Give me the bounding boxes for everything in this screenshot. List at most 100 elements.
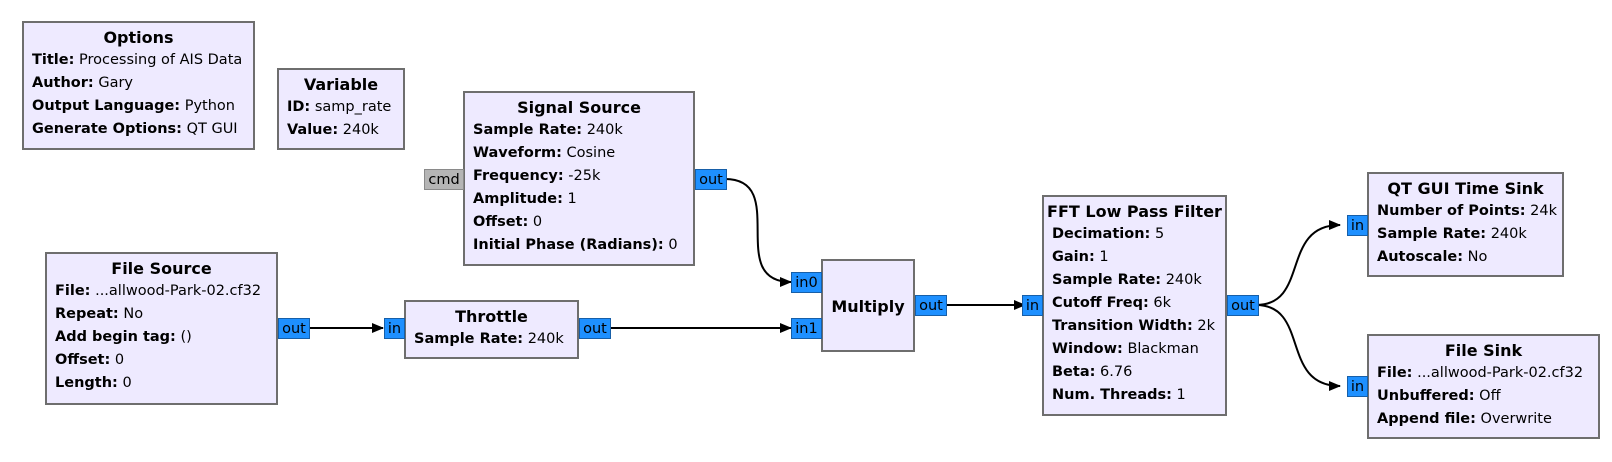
block-title: Signal Source xyxy=(517,98,641,117)
param-value: Gary xyxy=(98,75,133,91)
file-sink-in-port[interactable]: in xyxy=(1347,376,1368,397)
variable-block[interactable]: Variable ID: samp_rate Value: 240k xyxy=(277,68,405,150)
multiply-in0-port[interactable]: in0 xyxy=(791,272,822,293)
throttle-out-port[interactable]: out xyxy=(579,318,611,339)
multiply-block[interactable]: Multiply xyxy=(821,259,915,352)
param-row: Repeat: No xyxy=(55,303,276,326)
wire-fft-lpf-to-file-sink[interactable] xyxy=(1255,304,1341,391)
block-title: QT GUI Time Sink xyxy=(1387,179,1544,198)
signal-source-block[interactable]: Signal Source Sample Rate: 240k Waveform… xyxy=(463,91,695,266)
param-row: Initial Phase (Radians): 0 xyxy=(473,234,693,257)
param-value: Off xyxy=(1479,388,1501,404)
wire-fft-lpf-to-time-sink[interactable] xyxy=(1255,220,1341,306)
param-list: Sample Rate: 240k xyxy=(406,326,577,351)
block-title: Options xyxy=(103,28,174,47)
param-key: Sample Rate: xyxy=(414,331,524,347)
param-row: Author: Gary xyxy=(32,72,253,95)
param-row: Transition Width: 2k xyxy=(1052,315,1225,338)
param-value: Python xyxy=(184,98,235,114)
param-value: 0 xyxy=(122,375,132,391)
param-value: samp_rate xyxy=(314,99,392,115)
param-row: Sample Rate: 240k xyxy=(473,119,693,142)
throttle-block[interactable]: Throttle Sample Rate: 240k xyxy=(404,300,579,359)
fft-lpf-out-port[interactable]: out xyxy=(1227,295,1259,316)
param-value: 240k xyxy=(342,122,379,138)
param-value: 6.76 xyxy=(1100,364,1133,380)
param-value: QT GUI xyxy=(186,121,238,137)
param-key: Initial Phase (Radians): xyxy=(473,237,664,253)
param-key: Author: xyxy=(32,75,94,91)
param-key: Offset: xyxy=(55,352,111,368)
param-key: Generate Options: xyxy=(32,121,182,137)
fft-low-pass-filter-block[interactable]: FFT Low Pass Filter Decimation: 5 Gain: … xyxy=(1042,195,1227,416)
param-row: Amplitude: 1 xyxy=(473,188,693,211)
param-value: Cosine xyxy=(566,145,616,161)
signal-source-cmd-port[interactable]: cmd xyxy=(424,169,464,190)
param-row: File: ...allwood-Park-02.cf32 xyxy=(1377,362,1598,385)
file-sink-block[interactable]: File Sink File: ...allwood-Park-02.cf32 … xyxy=(1367,334,1600,439)
param-row: Sample Rate: 240k xyxy=(414,328,577,351)
file-source-out-port[interactable]: out xyxy=(278,318,310,339)
wire-signal-source-to-multiply-in0[interactable] xyxy=(724,178,792,287)
param-key: File: xyxy=(1377,365,1413,381)
param-value: 240k xyxy=(527,331,564,347)
param-key: Window: xyxy=(1052,341,1123,357)
param-value: () xyxy=(180,329,192,345)
signal-source-out-port[interactable]: out xyxy=(695,169,727,190)
param-row: Gain: 1 xyxy=(1052,246,1225,269)
throttle-in-port[interactable]: in xyxy=(384,318,405,339)
param-row: Offset: 0 xyxy=(473,211,693,234)
param-key: Num. Threads: xyxy=(1052,387,1172,403)
param-list: Decimation: 5 Gain: 1 Sample Rate: 240k … xyxy=(1044,221,1225,407)
param-list: ID: samp_rate Value: 240k xyxy=(279,94,403,142)
param-value: 240k xyxy=(1490,226,1527,242)
param-value: 240k xyxy=(1165,272,1202,288)
param-value: 6k xyxy=(1153,295,1172,311)
time-sink-in-port[interactable]: in xyxy=(1347,215,1368,236)
param-row: Num. Threads: 1 xyxy=(1052,384,1225,407)
param-row: Number of Points: 24k xyxy=(1377,200,1562,223)
param-value: 0 xyxy=(114,352,125,368)
block-title: Multiply xyxy=(831,297,905,316)
param-row: Cutoff Freq: 6k xyxy=(1052,292,1225,315)
param-value: 1 xyxy=(567,191,577,207)
param-row: Sample Rate: 240k xyxy=(1052,269,1225,292)
param-row: Value: 240k xyxy=(287,119,403,142)
param-row: Frequency: -25k xyxy=(473,165,693,188)
param-key: Value: xyxy=(287,122,339,138)
param-row: Title: Processing of AIS Data xyxy=(32,49,253,72)
param-key: Cutoff Freq: xyxy=(1052,295,1149,311)
param-value: 24k xyxy=(1530,203,1558,219)
param-key: Sample Rate: xyxy=(1052,272,1162,288)
param-key: Title: xyxy=(32,52,75,68)
param-row: Autoscale: No xyxy=(1377,246,1562,269)
options-block[interactable]: Options Title: Processing of AIS Data Au… xyxy=(22,21,255,150)
param-value: ...allwood-Park-02.cf32 xyxy=(95,283,262,299)
param-key: File: xyxy=(55,283,91,299)
param-key: Beta: xyxy=(1052,364,1096,380)
multiply-out-port[interactable]: out xyxy=(915,295,947,316)
param-key: Sample Rate: xyxy=(473,122,583,138)
param-value: Processing of AIS Data xyxy=(79,52,243,68)
fft-lpf-in-port[interactable]: in xyxy=(1022,295,1043,316)
param-row: Generate Options: QT GUI xyxy=(32,118,253,141)
param-value: 2k xyxy=(1197,318,1216,334)
param-key: Waveform: xyxy=(473,145,562,161)
param-key: ID: xyxy=(287,99,311,115)
param-key: Autoscale: xyxy=(1377,249,1464,265)
param-key: Number of Points: xyxy=(1377,203,1526,219)
param-list: File: ...allwood-Park-02.cf32 Repeat: No… xyxy=(47,278,276,395)
param-row: Sample Rate: 240k xyxy=(1377,223,1562,246)
param-key: Frequency: xyxy=(473,168,564,184)
param-row: Unbuffered: Off xyxy=(1377,385,1598,408)
param-key: Offset: xyxy=(473,214,529,230)
qt-gui-time-sink-block[interactable]: QT GUI Time Sink Number of Points: 24k S… xyxy=(1367,172,1564,277)
multiply-in1-port[interactable]: in1 xyxy=(791,318,822,339)
block-title: File Sink xyxy=(1444,341,1523,360)
param-value: 1 xyxy=(1176,387,1186,403)
param-key: Length: xyxy=(55,375,118,391)
param-value: ...allwood-Park-02.cf32 xyxy=(1417,365,1584,381)
param-row: Waveform: Cosine xyxy=(473,142,693,165)
param-row: Append file: Overwrite xyxy=(1377,408,1598,431)
file-source-block[interactable]: File Source File: ...allwood-Park-02.cf3… xyxy=(45,252,278,405)
